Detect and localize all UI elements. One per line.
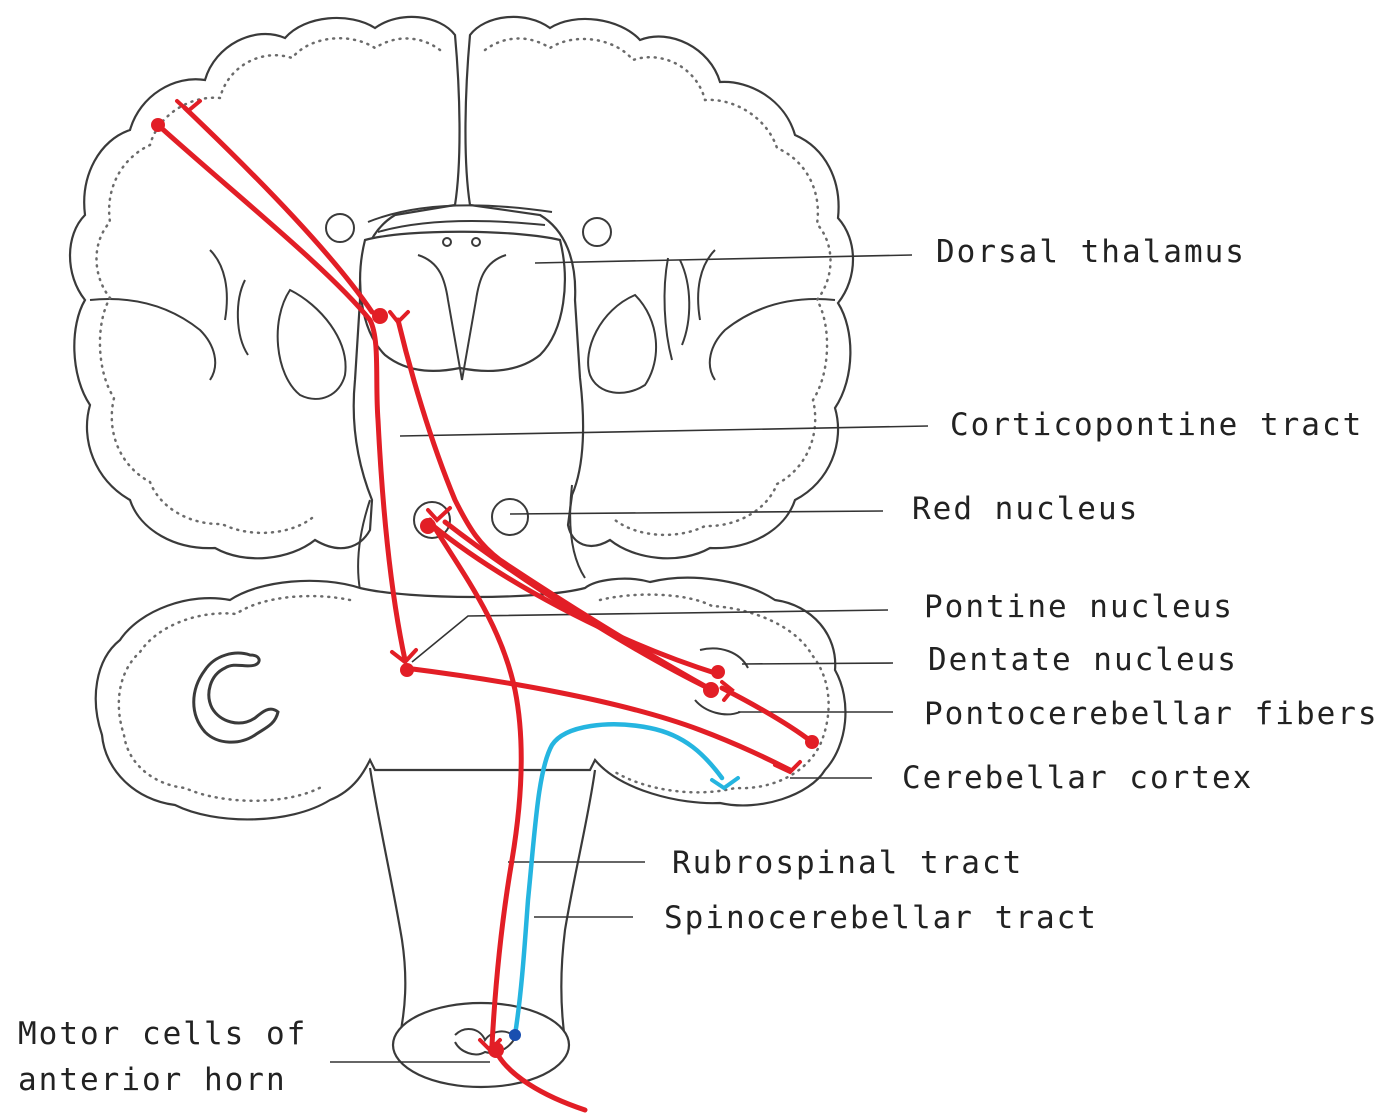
label-motor-cells-line2: anterior horn bbox=[18, 1058, 287, 1103]
label-dentate-nucleus: Dentate nucleus bbox=[928, 638, 1238, 683]
label-corticopontine-tract: Corticopontine tract bbox=[950, 403, 1363, 448]
spinocerebellar-origin-dot bbox=[509, 1029, 521, 1041]
label-spinocerebellar-tract: Spinocerebellar tract bbox=[664, 896, 1098, 941]
cerebellar-cortex-neuron-dot bbox=[805, 735, 819, 749]
label-pontocerebellar-fibers: Pontocerebellar fibers bbox=[924, 692, 1379, 737]
dentate-neuron-dot-2 bbox=[703, 682, 719, 698]
dentate-neuron-dot-1 bbox=[711, 665, 725, 679]
thalamus-outline bbox=[360, 232, 565, 371]
label-red-nucleus: Red nucleus bbox=[912, 487, 1139, 532]
brainstem bbox=[370, 768, 405, 1035]
label-pontine-nucleus: Pontine nucleus bbox=[924, 585, 1234, 630]
label-motor-cells-line1: Motor cells of bbox=[18, 1012, 307, 1057]
spinal-cord-section bbox=[393, 1003, 569, 1087]
pontine-neuron-dot bbox=[400, 663, 414, 677]
cortex-neuron-dot bbox=[151, 118, 165, 132]
red-nucleus-right bbox=[492, 499, 528, 535]
leader-dentate-nucleus bbox=[742, 663, 893, 664]
label-dorsal-thalamus: Dorsal thalamus bbox=[936, 230, 1246, 275]
red-nucleus-neuron-dot bbox=[420, 518, 436, 534]
brainstem-right-edge bbox=[561, 770, 595, 1040]
corpus-callosum-lower bbox=[378, 221, 545, 232]
label-rubrospinal-tract: Rubrospinal tract bbox=[672, 841, 1023, 886]
thalamus-neuron-dot bbox=[372, 308, 388, 324]
label-cerebellar-cortex: Cerebellar cortex bbox=[902, 756, 1253, 801]
